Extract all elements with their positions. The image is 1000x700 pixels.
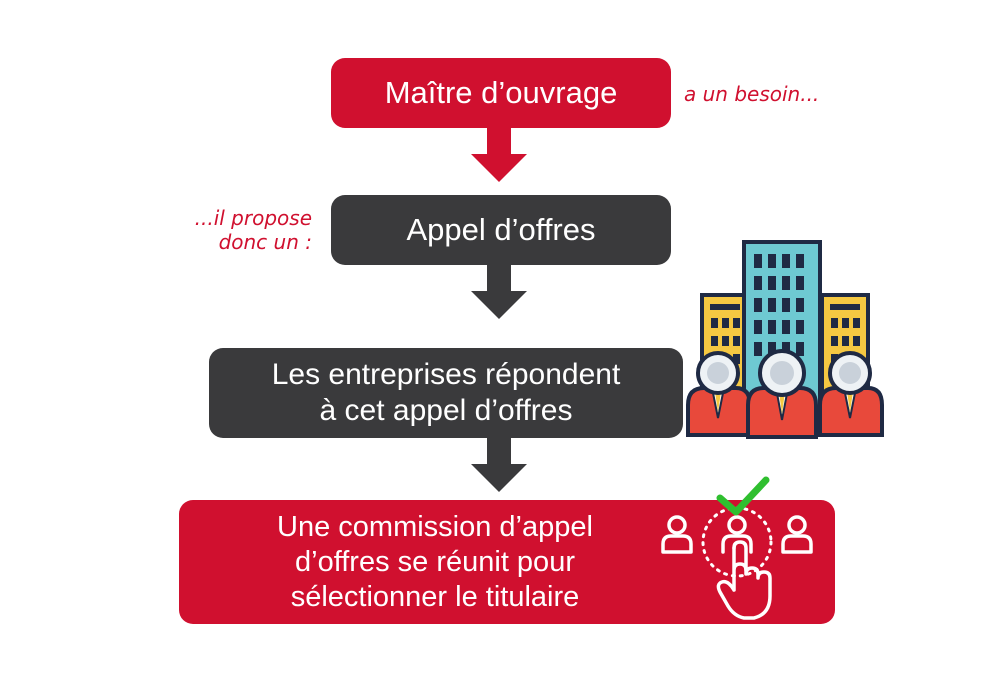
business-people-icon bbox=[686, 349, 884, 439]
down-arrow-1 bbox=[471, 128, 527, 182]
down-arrow-3 bbox=[471, 438, 527, 492]
step-commission-line-3: sélectionner le titulaire bbox=[290, 580, 580, 613]
step-entreprises-line-2: à cet appel d’offres bbox=[319, 394, 573, 427]
step-entreprises-line-1: Les entreprises répondent bbox=[271, 358, 621, 391]
note-propose: ...il propose donc un : bbox=[170, 206, 312, 254]
step-entreprises-repondent: Les entreprises répondent à cet appel d’… bbox=[209, 348, 683, 438]
step-appel-offres: Appel d’offres bbox=[331, 195, 671, 265]
selection-hand-icon bbox=[661, 476, 813, 620]
step-commission-line-1: Une commission d’appel bbox=[277, 510, 593, 543]
step-maitre-ouvrage: Maître d’ouvrage bbox=[331, 58, 671, 128]
checkmark-icon bbox=[716, 476, 770, 516]
step-appel-offres-label: Appel d’offres bbox=[406, 212, 596, 247]
note-besoin: a un besoin... bbox=[684, 82, 820, 106]
step-commission-line-2: d’offres se réunit pour bbox=[295, 545, 575, 578]
person-outline-icon bbox=[667, 515, 687, 535]
note-propose-line-2: donc un : bbox=[218, 230, 312, 254]
down-arrow-2 bbox=[471, 265, 527, 319]
buildings-icon bbox=[686, 240, 884, 439]
note-propose-line-1: ...il propose bbox=[194, 206, 312, 230]
step-maitre-ouvrage-label: Maître d’ouvrage bbox=[384, 75, 618, 110]
